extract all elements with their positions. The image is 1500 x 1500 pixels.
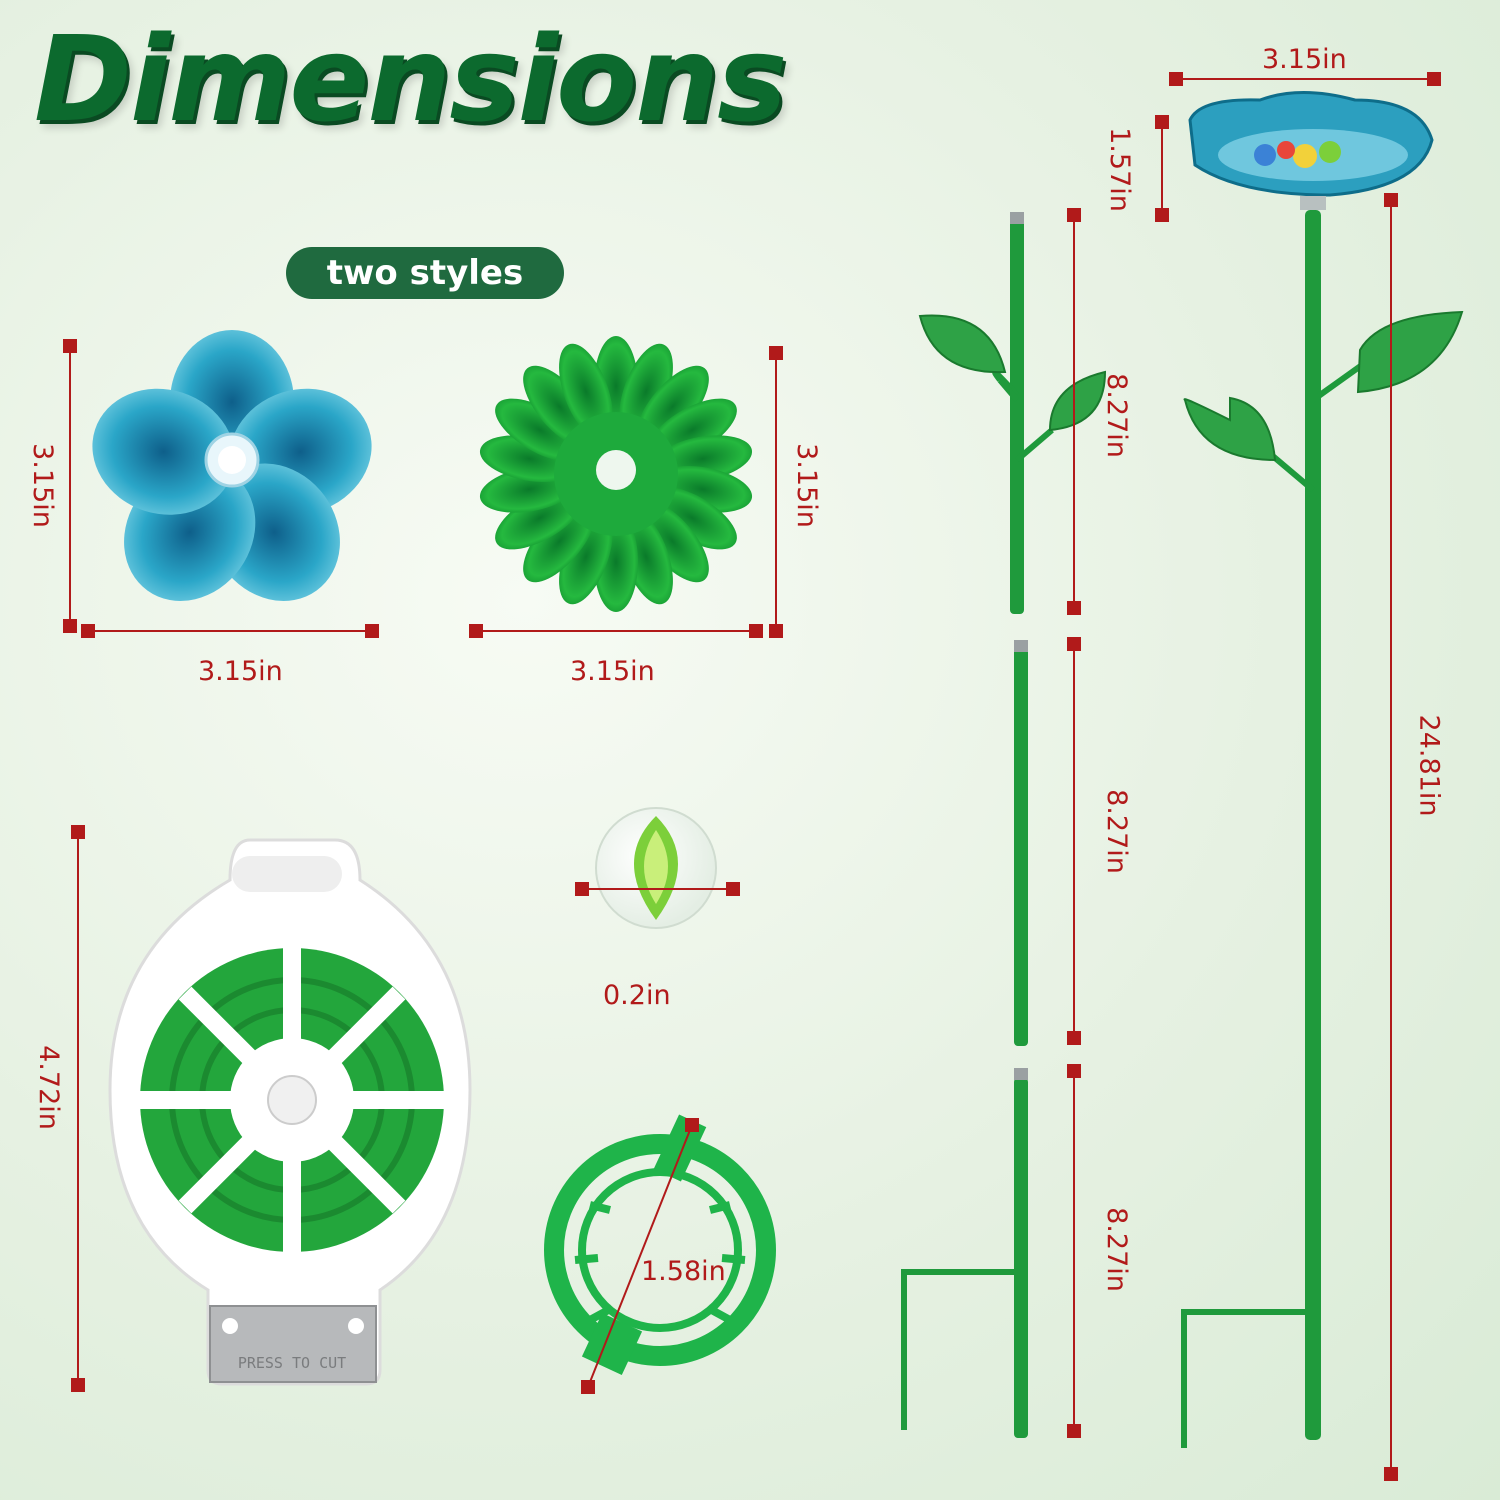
reel-print: PRESS TO CUT (238, 1354, 346, 1372)
stake-segments-icon (901, 212, 1107, 1438)
page-title: Dimensions (34, 10, 787, 148)
clip-diameter-label: 1.58in (641, 1256, 726, 1287)
stake-middle-segment-label: 8.27in (1100, 789, 1132, 874)
green-flower-icon (476, 336, 756, 612)
blue-flower-icon (92, 330, 372, 601)
two-styles-badge: two styles (286, 247, 564, 299)
marble-diameter-label: 0.2in (603, 980, 671, 1011)
stake-top-segment-label: 8.27in (1100, 373, 1132, 458)
stake-bottom-segment-label: 8.27in (1100, 1207, 1132, 1292)
green-flower-width-label: 3.15in (570, 656, 655, 687)
tie-reel-icon: PRESS TO CUT (108, 838, 472, 1386)
tie-reel-height-label: 4.72in (32, 1045, 64, 1130)
bird-bath-stake-icon (1181, 91, 1464, 1448)
bird-bath-width-label: 3.15in (1262, 44, 1347, 75)
stake-total-height-label: 24.81in (1413, 714, 1445, 817)
bird-bath-depth-label: 1.57in (1103, 127, 1135, 212)
green-flower-height-label: 3.15in (790, 443, 822, 528)
dimension-lines (63, 72, 1441, 1481)
blue-flower-width-label: 3.15in (198, 656, 283, 687)
blue-flower-height-label: 3.15in (26, 443, 58, 528)
badge-label: two styles (326, 253, 524, 293)
marble-icon (595, 807, 717, 929)
plant-clip-icon (544, 1114, 776, 1376)
